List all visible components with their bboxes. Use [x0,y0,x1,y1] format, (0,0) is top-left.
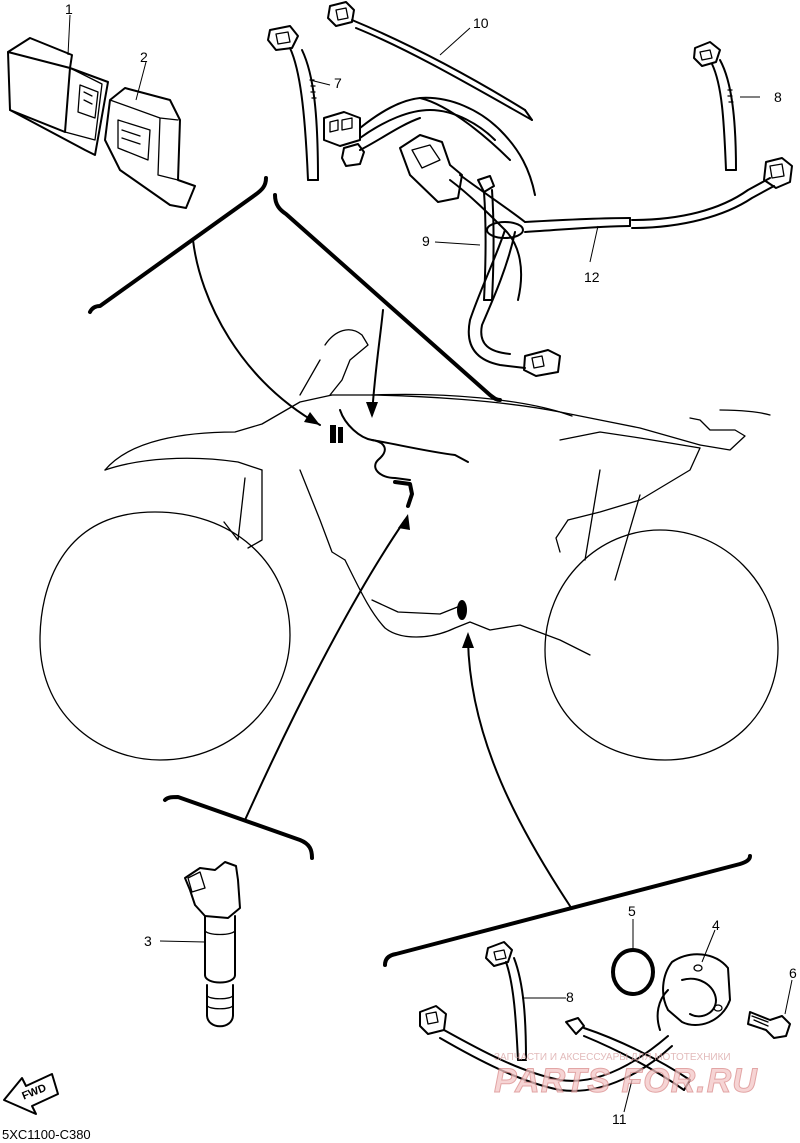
part-cable-tie-8-upper [693,41,737,171]
callout-10: 10 [473,15,489,31]
leader-lines [67,14,793,1113]
part-cable-tie-7 [267,25,319,181]
cdi-unit-mark [330,425,336,443]
watermark: ЗАПЧАСТИ И АКСЕССУАРЫ ДЛЯ МОТОТЕХНИКИ PA… [494,1052,758,1101]
diagram-code: 5XC1100-C380 [2,1127,91,1142]
watermark-tagline: ЗАПЧАСТИ И АКСЕССУАРЫ ДЛЯ МОТОТЕХНИКИ [494,1052,731,1063]
detail-bracket-cdi [88,176,321,426]
callout-2: 2 [140,49,148,65]
callout-8-upper: 8 [774,89,782,105]
part-o-ring [611,948,655,996]
callout-4: 4 [712,917,720,933]
part-bolt [747,1011,791,1039]
callout-11: 11 [612,1111,627,1127]
ignition-unit-mark [338,427,343,443]
callout-5: 5 [628,903,636,919]
stator-mark [457,600,467,620]
callout-6: 6 [789,965,797,981]
callout-1: 1 [65,1,73,17]
callout-8-lower: 8 [566,989,574,1005]
motorcycle-outline [39,329,779,761]
part-ignition-coil [184,861,241,1028]
installed-harness [330,409,469,620]
callout-3: 3 [144,933,152,949]
part-cdi-unit [7,37,109,156]
detail-bracket-harness [273,193,502,418]
callout-7: 7 [334,75,342,91]
callout-12: 12 [584,269,600,285]
part-pickup-coil [656,953,731,1031]
part-cable-tie-8-lower [485,941,527,1061]
detail-bracket-pickup [383,632,752,967]
callout-9: 9 [422,233,430,249]
part-wire-harness [323,96,793,377]
part-cable-tie-10 [327,1,533,121]
part-pickup-lead [419,1005,673,1092]
detail-bracket-coil [163,514,410,860]
callout-labels: 1 2 3 4 5 6 7 8 9 10 11 12 8 [65,1,797,1127]
part-relay-unit [104,87,196,209]
watermark-brand: PARTS FOR.RU [494,1062,758,1100]
fwd-arrow: FWD [3,1073,59,1115]
